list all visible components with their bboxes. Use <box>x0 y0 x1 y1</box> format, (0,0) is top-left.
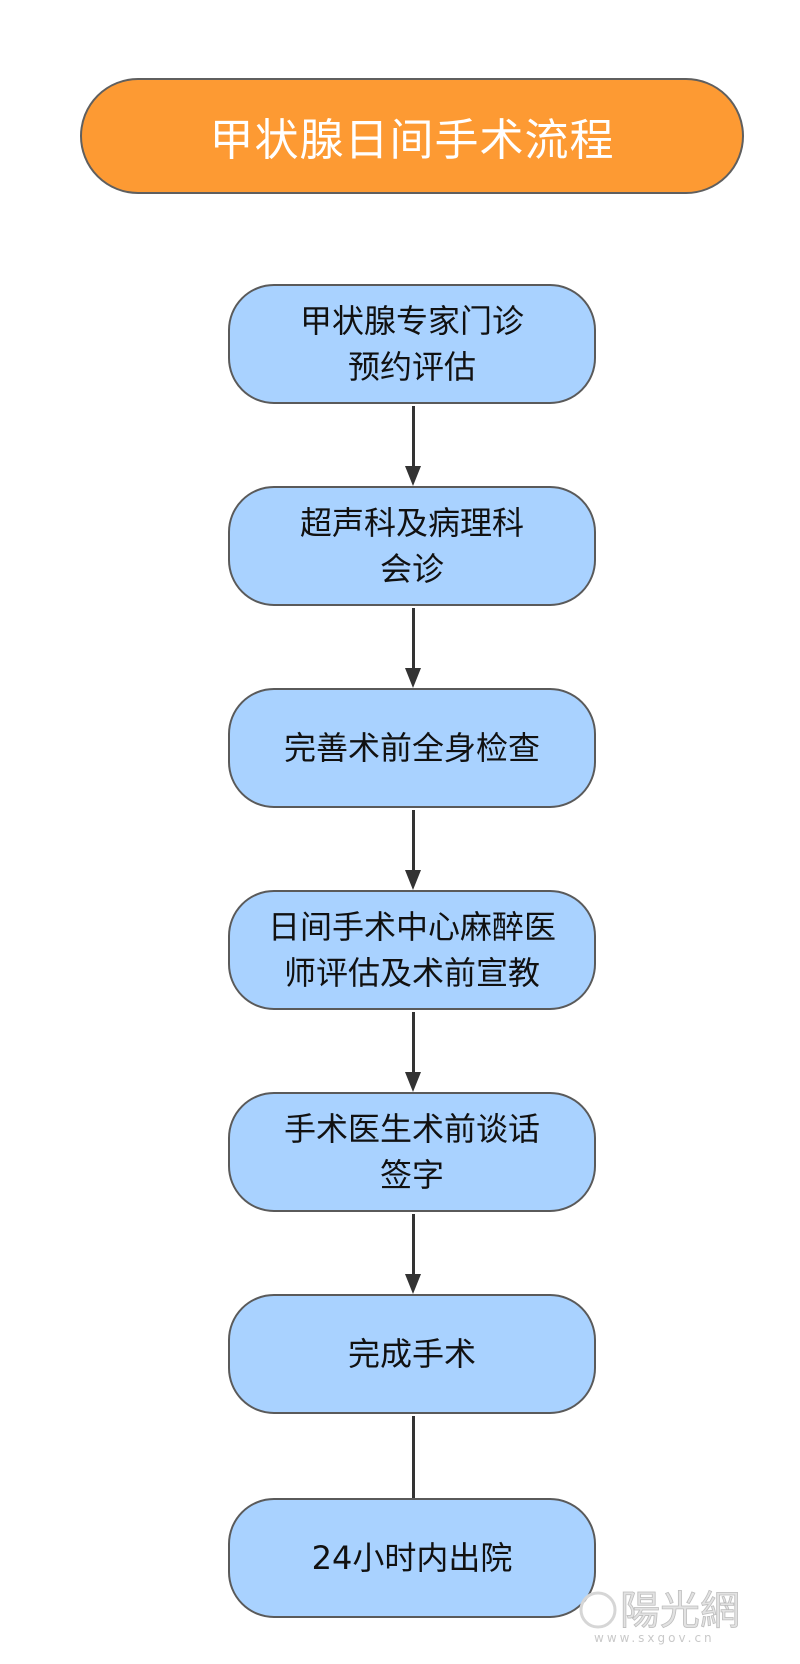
step-4-anesthesia-assessment: 日间手术中心麻醉医 师评估及术前宣教 <box>228 890 596 1010</box>
watermark-url: www.sxgov.cn <box>594 1631 715 1645</box>
arrow-down-icon <box>405 466 421 486</box>
connector-3 <box>412 810 415 872</box>
sun-icon <box>579 1591 617 1629</box>
arrow-down-icon <box>405 870 421 890</box>
connector-1 <box>412 406 415 468</box>
connector-4 <box>412 1012 415 1074</box>
step-7-discharge: 24小时内出院 <box>228 1498 596 1618</box>
watermark-logo-text: 陽光網 <box>620 1588 740 1634</box>
arrow-down-icon <box>405 1072 421 1092</box>
step-2-ultrasound-pathology: 超声科及病理科 会诊 <box>228 486 596 606</box>
flowchart-title: 甲状腺日间手术流程 <box>80 78 744 194</box>
arrow-down-icon <box>405 1274 421 1294</box>
step-1-specialist-consult: 甲状腺专家门诊 预约评估 <box>228 284 596 404</box>
connector-5 <box>412 1214 415 1276</box>
connector-6 <box>412 1416 415 1498</box>
arrow-down-icon <box>405 668 421 688</box>
connector-2 <box>412 608 415 670</box>
watermark-logo: 陽光網 www.sxgov.cn <box>579 1588 740 1645</box>
step-5-consent-signing: 手术医生术前谈话 签字 <box>228 1092 596 1212</box>
step-3-preop-exam: 完善术前全身检查 <box>228 688 596 808</box>
step-6-surgery: 完成手术 <box>228 1294 596 1414</box>
